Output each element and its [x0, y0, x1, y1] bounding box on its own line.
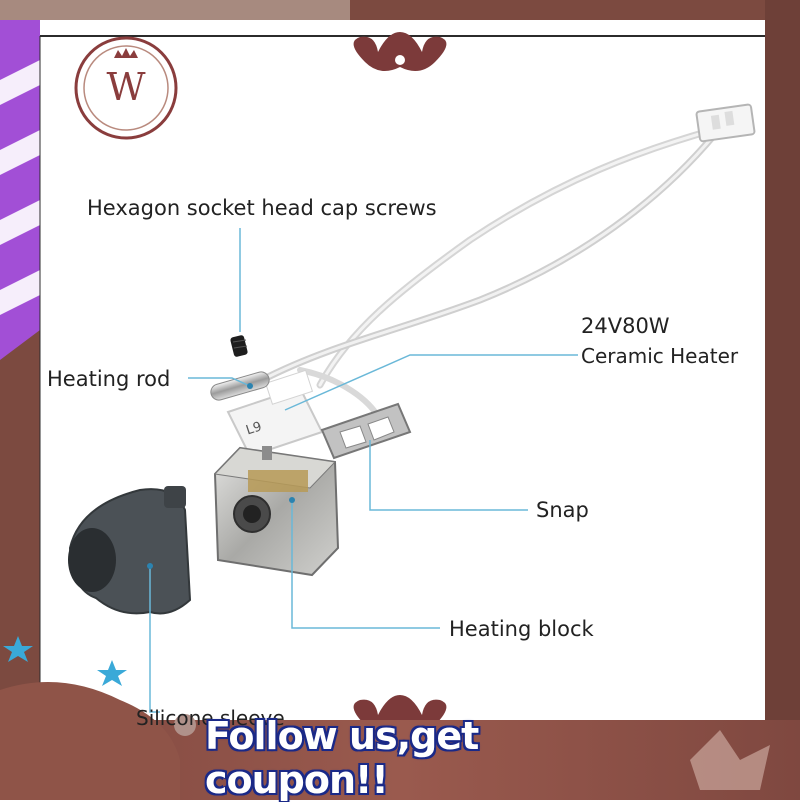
heating-rod-body	[210, 371, 270, 401]
block-nozzle-hole-inner	[243, 505, 261, 523]
frame-right-edge	[765, 0, 800, 800]
star-icon	[97, 660, 127, 686]
label-heating-block: Heating block	[449, 617, 594, 641]
label-heater-line1: 24V80W	[581, 314, 670, 338]
snap-slot-2	[367, 416, 395, 441]
ornament-top-center	[395, 55, 405, 65]
heater-insulator	[265, 369, 314, 405]
wire-connector	[695, 103, 756, 143]
brand-logo	[74, 36, 178, 140]
frame-stripe-3	[0, 200, 40, 245]
block-brass-slot	[248, 470, 308, 492]
frame-stripe-4	[0, 270, 40, 315]
coupon-banner-text[interactable]: Follow us,get coupon!!	[205, 714, 479, 802]
leader-snap	[369, 440, 528, 511]
banner-left-swoosh	[0, 682, 180, 800]
leader-heater	[284, 354, 578, 411]
screw-thread-2	[233, 345, 248, 349]
leader-dot-sleeve	[147, 563, 153, 569]
ornament-top-shape	[353, 32, 447, 71]
label-heating-rod: Heating rod	[47, 367, 171, 391]
heater-marking: L9	[244, 419, 263, 438]
logo-inner-ring	[83, 45, 169, 131]
screw-thread-1	[232, 339, 247, 343]
label-screws: Hexagon socket head cap screws	[87, 196, 437, 220]
connector-body	[695, 103, 756, 143]
silicone-sleeve	[68, 486, 192, 615]
leader-sleeve	[149, 566, 160, 713]
frame-stripe-2	[0, 130, 40, 175]
label-sleeve: Silicone sleeve	[136, 706, 285, 730]
block-screw-hole	[262, 446, 272, 460]
crown-icon	[114, 48, 138, 58]
label-snap: Snap	[536, 498, 589, 522]
top-ornament	[353, 32, 447, 71]
wire-1-highlight	[318, 126, 722, 387]
wire-2-highlight	[260, 132, 717, 382]
connector-pin-2	[724, 110, 735, 126]
coupon-banner	[0, 682, 800, 800]
cap-screw	[230, 335, 248, 357]
label-heater-line2: Ceramic Heater	[581, 344, 739, 368]
heating-block	[213, 446, 340, 577]
logo-ring	[74, 36, 178, 140]
leader-lines	[149, 228, 578, 713]
banner-right-flourish	[690, 730, 770, 790]
frame-top-band	[0, 0, 350, 20]
heating-rod	[210, 371, 270, 401]
leader-heating-rod	[188, 377, 251, 387]
decorative-stars	[3, 636, 127, 686]
frame-stripe-1	[0, 60, 40, 105]
snap-slot-1	[339, 425, 367, 449]
sleeve-opening	[68, 528, 116, 592]
leader-dot-rod	[247, 383, 253, 389]
star-icon	[3, 636, 33, 662]
gear-icon	[174, 714, 196, 736]
leader-dot-block	[289, 497, 295, 503]
sleeve-tab	[164, 486, 186, 508]
snap-clip	[320, 402, 412, 460]
cable-wires	[258, 124, 724, 423]
logo-letter: W	[106, 65, 146, 109]
connector-pin-1	[710, 114, 721, 130]
leader-dots	[147, 383, 295, 569]
leader-heating-block	[291, 500, 440, 629]
